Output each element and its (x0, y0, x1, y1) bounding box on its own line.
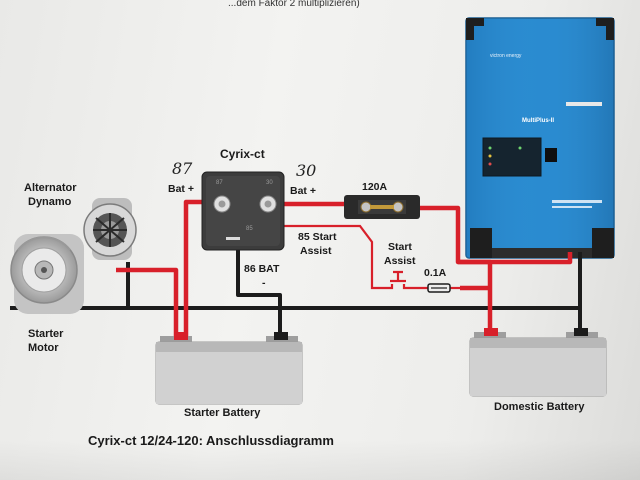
start-assist-85-2: Assist (300, 245, 332, 257)
alternator-positive (116, 267, 179, 338)
start-assist-pushbutton (388, 270, 408, 290)
starter-motor (10, 234, 84, 314)
control-wires (260, 224, 460, 290)
domestic-battery (469, 332, 607, 397)
multiplus-inverter: victron energy MultiPlus-II (465, 17, 615, 259)
fuse-0-1a (427, 283, 451, 293)
domestic-positive (458, 259, 493, 335)
cyrix-title: Cyrix-ct (220, 147, 265, 161)
cyrix-terminal-87: 87 (216, 180, 223, 186)
starter-label-1: Starter (28, 328, 64, 340)
domestic-battery-label: Domestic Battery (494, 401, 585, 413)
control-panel (482, 137, 542, 177)
brand-strip (566, 102, 602, 106)
multiplus-title: MultiPlus-II (522, 118, 554, 124)
start-assist-switch-2: Assist (384, 255, 416, 267)
control-switch (545, 148, 557, 162)
fuse-120-label: 120A (362, 181, 388, 193)
bat86-1: 86 BAT (244, 263, 280, 275)
fuse-01-label: 0.1A (424, 267, 447, 279)
alternator-label-1: Alternator (24, 182, 77, 194)
handwritten-30: 30 (296, 161, 316, 180)
diagram-caption: Cyrix-ct 12/24-120: Anschlussdiagramm (88, 433, 334, 448)
fuse-120a (344, 195, 420, 219)
cyrix-ct-device: 87 30 85 (201, 171, 285, 251)
bat-plus-left: Bat + (168, 183, 194, 195)
alternator-label-2: Dynamo (28, 196, 72, 208)
alternator-dynamo (83, 198, 137, 260)
handwritten-87: 87 (172, 159, 193, 178)
starter-battery-label: Starter Battery (184, 407, 261, 419)
starter-label-2: Motor (28, 342, 59, 354)
cyrix-terminal-30: 30 (266, 180, 273, 186)
victron-brand: victron energy (490, 53, 522, 59)
bat86-2: - (262, 277, 266, 289)
start-assist-switch-1: Start (388, 241, 412, 253)
starter-battery (155, 336, 303, 405)
cyrix-terminal-85: 85 (246, 226, 253, 232)
top-caption: ...dem Faktor 2 multiplizieren) (228, 0, 360, 9)
start-assist-85-1: 85 Start (298, 231, 337, 243)
bat-plus-right: Bat + (290, 185, 316, 197)
